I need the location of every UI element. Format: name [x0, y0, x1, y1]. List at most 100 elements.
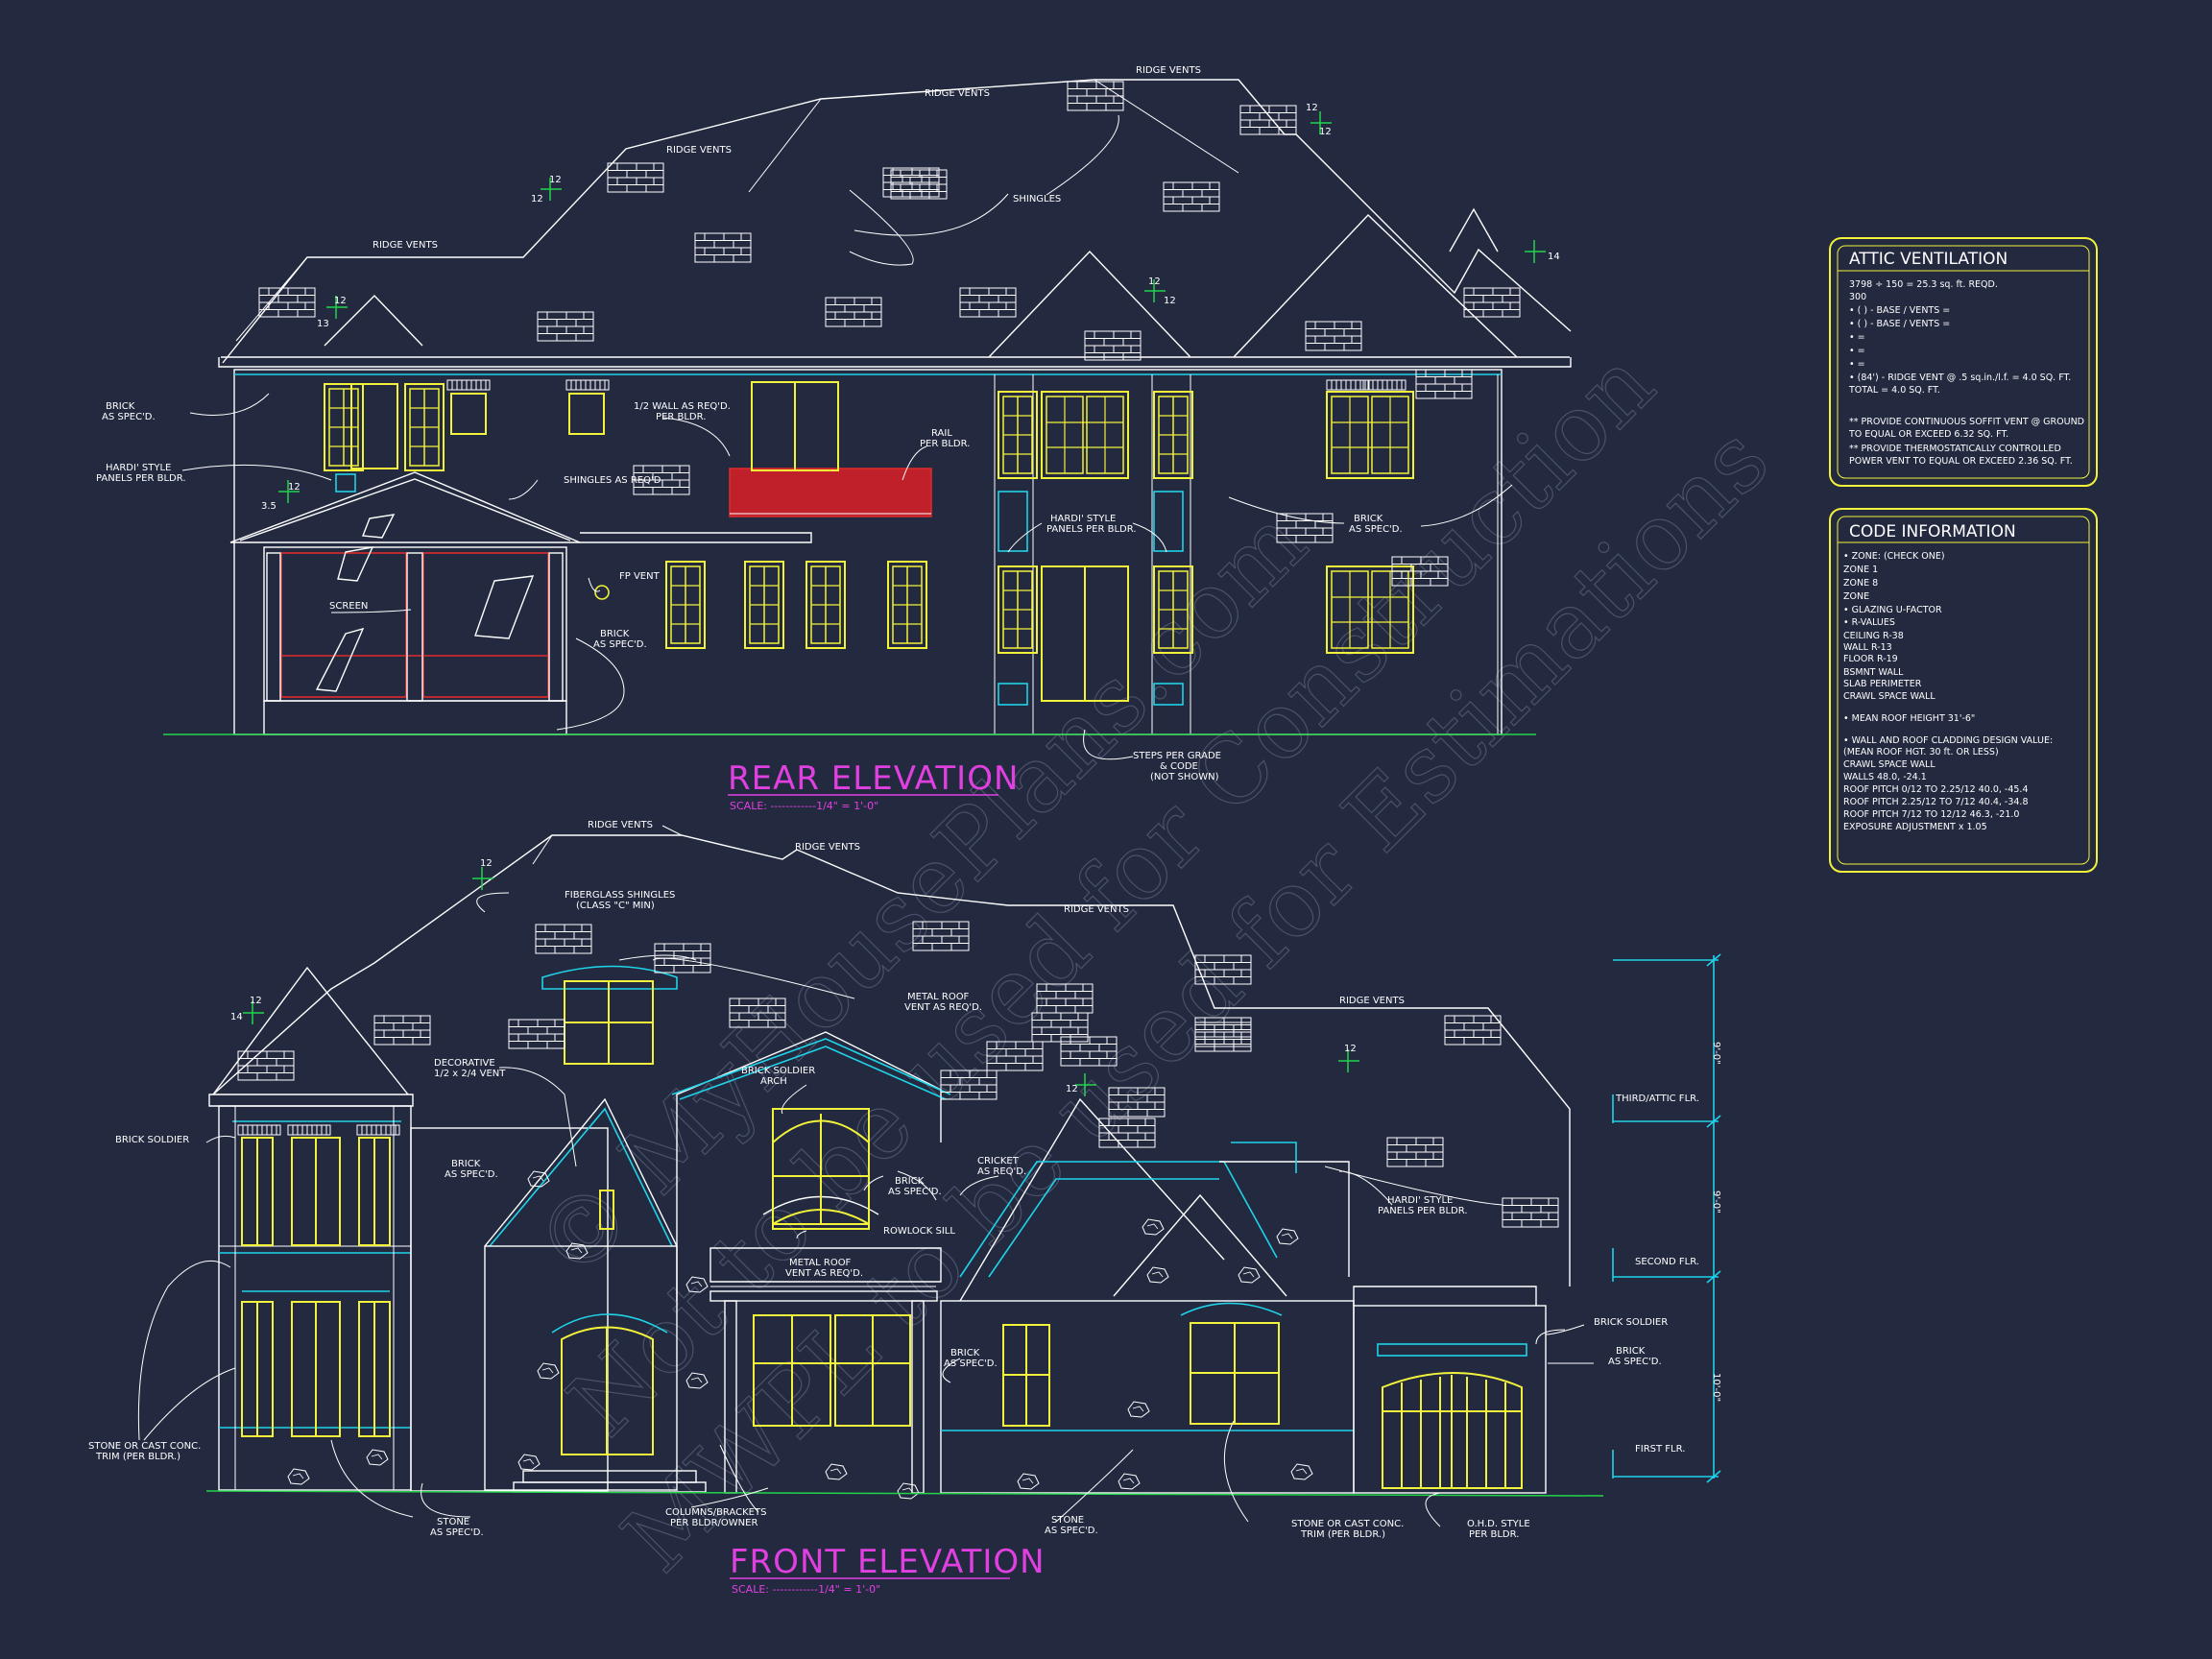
front-label-brick-1b: AS SPEC'D.	[445, 1169, 498, 1180]
front-label-third-flr: THIRD/ATTIC FLR.	[1615, 1094, 1699, 1104]
rear-label-brick-1a: BRICK	[106, 401, 135, 412]
rear-label-brick-2b: AS SPEC'D.	[1349, 524, 1403, 535]
attic-line-2: 300	[1849, 292, 1866, 302]
front-label-cricket-a: CRICKET	[977, 1156, 1020, 1166]
front-label-brick-soldier-1: BRICK SOLDIER	[115, 1135, 189, 1145]
front-label-fiberglass-a: FIBERGLASS SHINGLES	[565, 890, 675, 901]
code-line-11: SLAB PERIMETER	[1843, 679, 1922, 689]
attic-line-7: • =	[1849, 359, 1865, 370]
rear-pitch-12f: 12	[1164, 296, 1176, 306]
rear-elevation-title: REAR ELEVATION	[728, 759, 1019, 798]
rear-label-hardi-2a: HARDI' STYLE	[1050, 514, 1116, 524]
code-line-10: BSMNT WALL	[1843, 667, 1904, 678]
front-elevation-scale: SCALE: ------------1/4" = 1'-0"	[732, 1583, 880, 1596]
rear-label-brick-2a: BRICK	[1354, 514, 1383, 524]
rear-label-ridge-vents-2: RIDGE VENTS	[666, 145, 732, 156]
front-label-ridge-vents-2: RIDGE VENTS	[795, 842, 860, 853]
attic-line-1: 3798 ÷ 150 = 25.3 sq. ft. REQD.	[1849, 279, 1998, 290]
front-label-brick-2a: BRICK	[895, 1176, 925, 1187]
rear-roof-outline	[222, 79, 1572, 364]
front-label-brick-3a: BRICK	[950, 1348, 980, 1358]
front-label-ridge-vents-3: RIDGE VENTS	[1064, 904, 1129, 915]
code-line-7: CEILING R-38	[1843, 631, 1904, 641]
front-roof-outline	[212, 834, 1571, 1286]
attic-title: ATTIC VENTILATION	[1849, 250, 2008, 269]
watermark-line-2: Not to be used for Construction	[548, 330, 1674, 1456]
rear-label-fp-vent: FP VENT	[619, 571, 661, 582]
balcony-railing	[729, 468, 932, 517]
attic-line-8: • (84') - RIDGE VENT @ .5 sq.in./l.f. = …	[1849, 373, 2071, 383]
code-line-17: (MEAN ROOF HGT. 30 ft. OR LESS)	[1843, 747, 1999, 757]
front-label-soldier-arch-b: ARCH	[760, 1076, 787, 1087]
front-label-ridge-vents-4: RIDGE VENTS	[1339, 996, 1405, 1006]
rear-elevation: RIDGE VENTS RIDGE VENTS RIDGE VENTS RIDG…	[96, 65, 1572, 812]
rear-label-brick-3a: BRICK	[600, 629, 630, 639]
code-line-21: ROOF PITCH 2.25/12 TO 7/12 40.4, -34.8	[1843, 797, 2029, 807]
attic-line-3: • ( ) - BASE / VENTS =	[1849, 305, 1950, 316]
rear-pitch-12e: 12	[1148, 276, 1161, 287]
front-label-hardi-a: HARDI' STYLE	[1387, 1195, 1453, 1206]
rear-label-half-wall-b: PER BLDR.	[656, 412, 706, 422]
code-line-20: ROOF PITCH 0/12 TO 2.25/12 40.0, -45.4	[1843, 784, 2029, 795]
attic-line-10: ** PROVIDE CONTINUOUS SOFFIT VENT @ GROU…	[1849, 417, 2084, 427]
rear-label-ridge-vents-4: RIDGE VENTS	[1136, 65, 1201, 76]
front-label-rowlock-sill: ROWLOCK SILL	[883, 1226, 955, 1237]
attic-line-6: • =	[1849, 346, 1865, 356]
front-label-cricket-b: AS REQ'D.	[977, 1166, 1026, 1177]
rear-label-steps-b: & CODE	[1160, 761, 1198, 772]
front-label-brick-4a: BRICK	[1616, 1346, 1646, 1357]
front-label-ohd-b: PER BLDR.	[1469, 1529, 1519, 1540]
front-grade	[205, 1490, 1604, 1497]
code-line-2: ZONE 1	[1843, 565, 1878, 575]
attic-line-12: ** PROVIDE THERMOSTATICALLY CONTROLLED	[1849, 444, 2061, 454]
rear-pitch-12b: 12	[1319, 127, 1332, 137]
front-label-metal-roof-1a: METAL ROOF	[907, 992, 970, 1002]
attic-line-11: TO EQUAL OR EXCEED 6.32 SQ. FT.	[1848, 429, 2008, 440]
front-label-stone-trim-b: TRIM (PER BLDR.)	[95, 1452, 180, 1462]
front-elevation-title: FRONT ELEVATION	[730, 1543, 1046, 1581]
attic-line-13: POWER VENT TO EQUAL OR EXCEED 2.36 SQ. F…	[1849, 456, 2073, 467]
rear-label-rail-b: PER BLDR.	[920, 439, 970, 449]
front-label-decorative-b: 1/2 x 2/4 VENT	[434, 1069, 506, 1079]
front-dormer	[541, 965, 678, 990]
code-line-12: CRAWL SPACE WALL	[1843, 691, 1936, 702]
front-label-metal-roof-2b: VENT AS REQ'D.	[785, 1268, 863, 1279]
rear-label-shingles-req: SHINGLES AS REQ'D.	[564, 475, 664, 486]
rear-label-brick-3b: AS SPEC'D.	[593, 639, 647, 650]
rear-label-steps-c: (NOT SHOWN)	[1150, 772, 1219, 782]
code-line-3: ZONE 8	[1843, 578, 1878, 589]
rear-pitch-12d: 12	[531, 194, 543, 204]
code-information-box: CODE INFORMATION • ZONE: (CHECK ONE) ZON…	[1829, 508, 2098, 873]
rear-label-rail-a: RAIL	[931, 428, 952, 439]
front-label-brick-3b: AS SPEC'D.	[944, 1358, 998, 1369]
rear-label-hardi-1b: PANELS PER BLDR.	[96, 473, 186, 484]
front-label-first-flr: FIRST FLR.	[1635, 1444, 1685, 1455]
rear-label-ridge-vents-1: RIDGE VENTS	[373, 240, 438, 251]
screen-porch	[263, 546, 567, 702]
front-label-stone-trim-2a: STONE OR CAST CONC.	[1291, 1519, 1404, 1529]
rear-label-ridge-vents-3: RIDGE VENTS	[925, 88, 990, 99]
rear-label-shingles: SHINGLES	[1013, 194, 1061, 204]
code-line-8: WALL R-13	[1843, 642, 1892, 653]
front-label-soldier-arch-a: BRICK SOLDIER	[741, 1066, 815, 1076]
front-label-ohd-a: O.H.D. STYLE	[1467, 1519, 1530, 1529]
rear-pitch-12c: 12	[549, 175, 562, 185]
level-markers	[1612, 953, 1721, 1483]
rear-label-screen: SCREEN	[329, 601, 368, 612]
rear-pitch-12g: 12	[334, 296, 347, 306]
rear-label-steps-a: STEPS PER GRADE	[1133, 751, 1221, 761]
rear-pitch-3-5: 3.5	[261, 501, 276, 512]
front-pitch-12b: 12	[1344, 1044, 1357, 1054]
rear-label-half-wall-a: 1/2 WALL AS REQ'D.	[634, 401, 731, 412]
front-label-stone-1a: STONE	[437, 1517, 469, 1527]
attic-line-5: • =	[1849, 332, 1865, 343]
code-line-14: • MEAN ROOF HEIGHT 31'-6"	[1843, 713, 1975, 724]
rear-pitch-13: 13	[317, 319, 329, 329]
attic-ventilation-box: ATTIC VENTILATION 3798 ÷ 150 = 25.3 sq. …	[1829, 237, 2098, 487]
code-line-16: • WALL AND ROOF CLADDING DESIGN VALUE:	[1843, 735, 2053, 746]
front-label-columns-b: PER BLDR/OWNER	[670, 1518, 757, 1528]
attic-line-9: TOTAL = 4.0 SQ. FT.	[1848, 385, 1940, 396]
garage-door	[1382, 1372, 1523, 1489]
code-line-19: WALLS 48.0, -24.1	[1843, 772, 1927, 782]
front-label-brick-1a: BRICK	[451, 1159, 481, 1169]
